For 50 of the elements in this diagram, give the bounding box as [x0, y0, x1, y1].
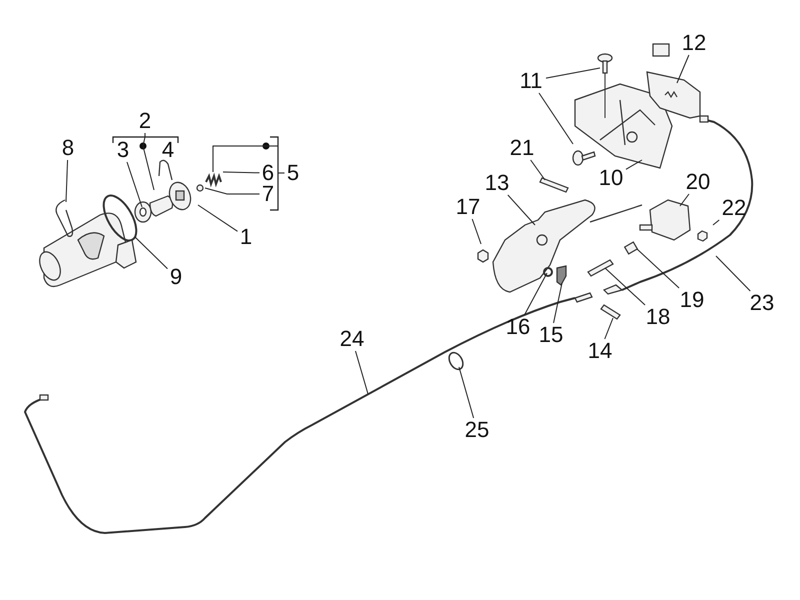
callout-number: 21	[510, 137, 534, 159]
callout-number: 25	[464, 419, 490, 441]
leader-line	[472, 218, 482, 244]
callout-number: 15	[538, 324, 564, 346]
callout-number: 4	[162, 139, 174, 161]
leader-line	[524, 272, 548, 316]
callout-number: 9	[170, 266, 182, 288]
leader-line	[66, 160, 68, 202]
callout-number: 20	[686, 171, 710, 193]
leader-line	[680, 194, 690, 206]
callout-number: 13	[484, 172, 510, 194]
leader-line	[134, 236, 168, 270]
leader-line	[546, 68, 600, 79]
callout-number: 7	[262, 183, 274, 205]
callout-number: 14	[588, 340, 612, 362]
leader-line	[626, 160, 642, 170]
leader-line	[222, 172, 260, 174]
leader-line	[636, 248, 680, 288]
leader-line	[712, 220, 720, 226]
callout-number: 3	[116, 139, 130, 161]
callout-number: 11	[520, 70, 542, 92]
leader-line	[604, 318, 614, 340]
leader-line	[198, 204, 238, 232]
callout-number: 10	[598, 167, 624, 189]
callout-number: 5	[286, 162, 300, 184]
callout-number: 1	[240, 226, 252, 248]
leader-line	[604, 268, 646, 306]
callout-number: 22	[722, 197, 746, 219]
leader-line	[142, 132, 154, 190]
leader-line	[538, 92, 574, 144]
callout-number: 2	[138, 110, 152, 132]
callout-number: 24	[340, 328, 364, 350]
callout-number: 12	[682, 32, 706, 54]
leader-line	[458, 366, 474, 418]
callout-number: 8	[62, 137, 74, 159]
leader-line	[716, 256, 751, 292]
leader-line	[355, 350, 368, 394]
callout-number: 23	[750, 292, 774, 314]
leader-line	[204, 188, 260, 194]
leader-line	[507, 194, 536, 226]
leader-line	[126, 162, 142, 208]
leader-line	[530, 160, 546, 180]
callout-number: 19	[680, 289, 704, 311]
callout-number: 17	[456, 196, 480, 218]
callout-number: 16	[506, 316, 530, 338]
leader-line	[212, 146, 285, 174]
callout-number: 6	[262, 162, 274, 184]
leader-line	[553, 282, 562, 324]
leader-line	[676, 54, 690, 84]
callout-number: 18	[646, 306, 670, 328]
